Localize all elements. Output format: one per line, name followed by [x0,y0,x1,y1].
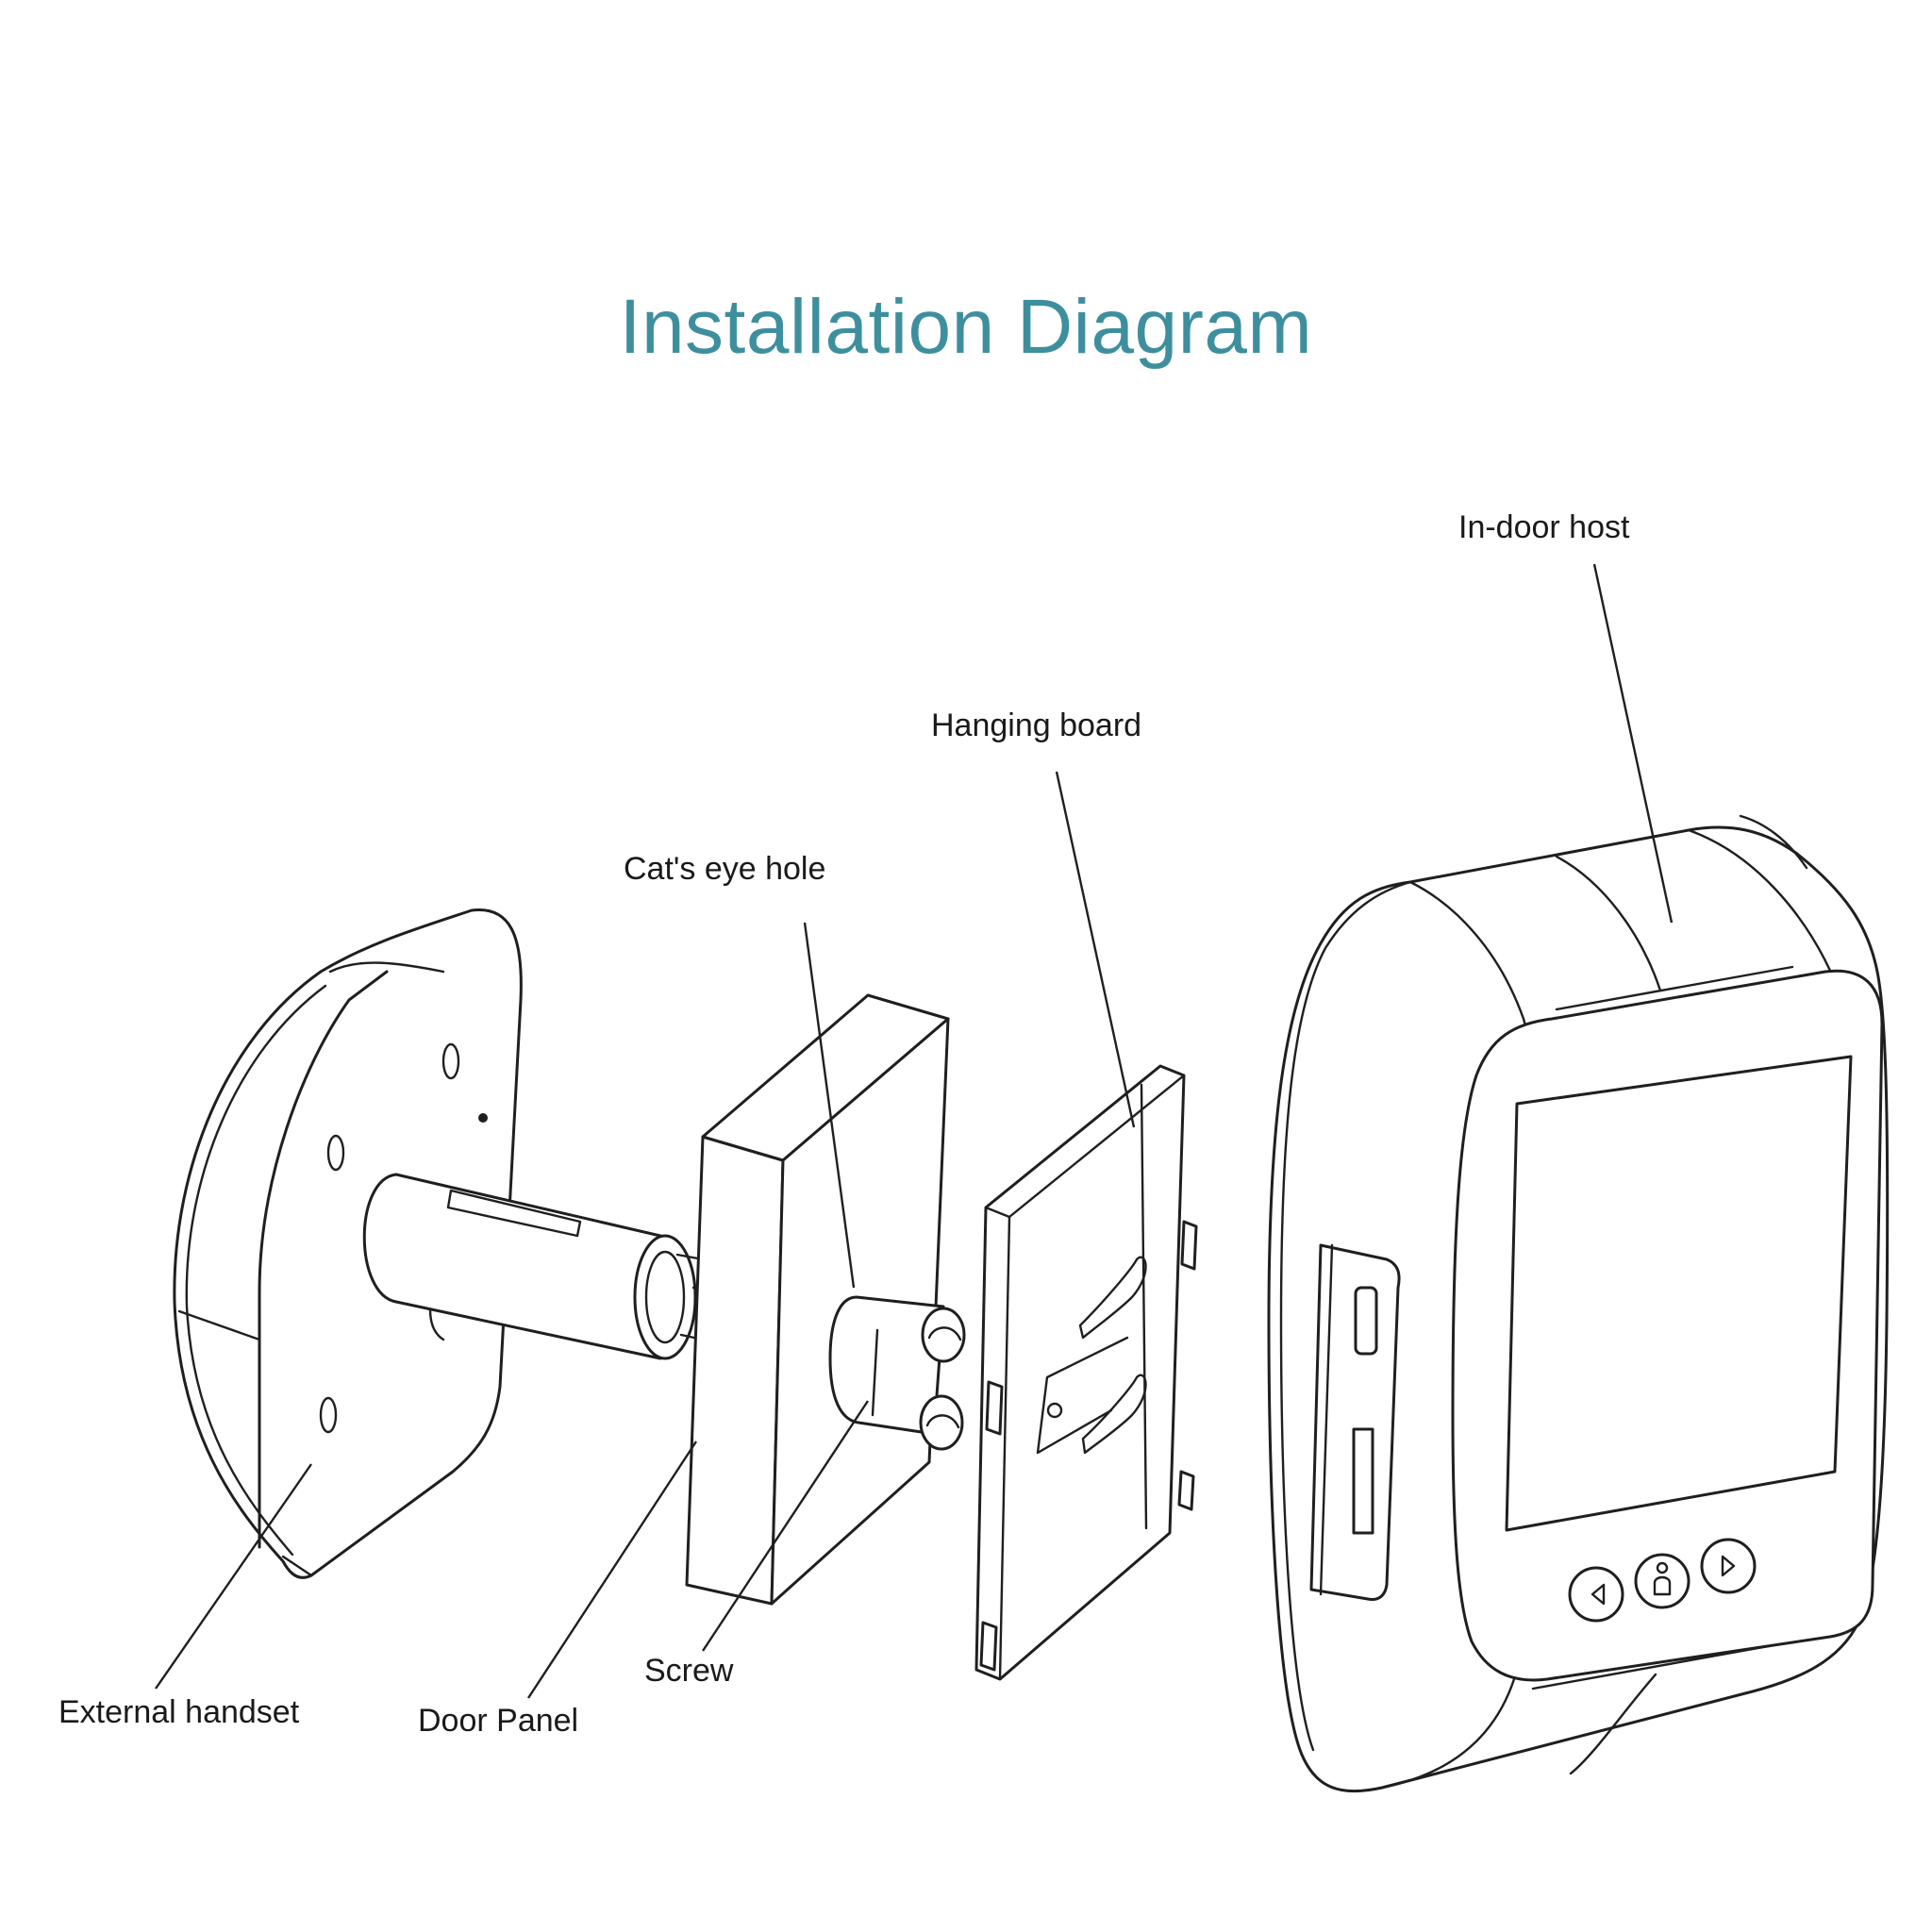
leader-door-panel [526,1441,698,1699]
leader-screw [701,1400,870,1652]
page-title: Installation Diagram [619,284,1313,370]
leader-hanging-board [1055,771,1136,1128]
leader-cats-eye-hole [803,922,856,1289]
screws [828,1295,966,1451]
label-external-handset: External handset [58,1694,300,1730]
leader-in-door-host [1592,563,1674,924]
label-screw: Screw [644,1653,734,1689]
label-cats-eye-hole: Cat's eye hole [624,851,826,887]
door-panel [685,993,950,1606]
external-handset [173,908,705,1579]
leader-external-handset [155,1463,312,1690]
leader-lines [155,563,1674,1699]
label-hanging-board: Hanging board [931,708,1142,743]
in-door-host [1267,814,1890,1793]
label-door-panel: Door Panel [418,1703,579,1739]
hanging-board [974,1064,1198,1681]
label-in-door-host: In-door host [1458,509,1630,545]
